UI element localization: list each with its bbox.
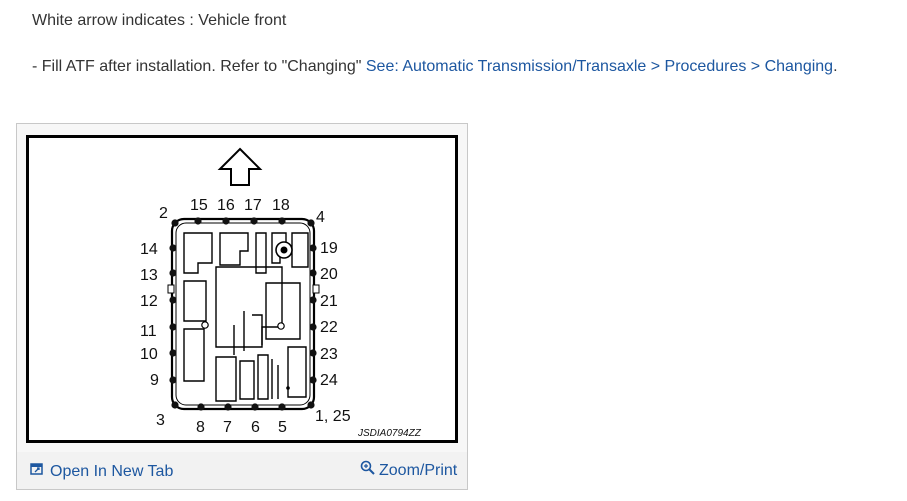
bolt-label-1-25: 1, 25: [315, 408, 351, 425]
bolt-label-10: 10: [140, 346, 158, 363]
bolt-label-16: 16: [217, 197, 235, 214]
bolt-label-18: 18: [272, 197, 290, 214]
zoom-icon: [360, 460, 376, 481]
bolt-label-11: 11: [140, 323, 157, 340]
changing-procedure-link[interactable]: See: Automatic Transmission/Transaxle > …: [365, 58, 834, 75]
bolts: [169, 217, 317, 411]
bolt-label-17: 17: [244, 197, 262, 214]
bolt-label-3: 3: [156, 412, 165, 429]
pan-dot: [286, 386, 290, 390]
note-fill-atf: - Fill ATF after installation. Refer to …: [32, 58, 838, 76]
note-fill-atf-text: - Fill ATF after installation. Refer to …: [32, 58, 366, 75]
bolt-label-9: 9: [150, 372, 159, 389]
note-period: .: [833, 58, 838, 75]
zoom-print-label: Zoom/Print: [379, 461, 458, 479]
bolt-label-8: 8: [196, 419, 205, 436]
open-in-new-tab-label: Open In New Tab: [50, 462, 174, 480]
bolt-label-6: 6: [251, 419, 260, 436]
bolt-label-22: 22: [320, 319, 338, 336]
bolt-label-12: 12: [140, 293, 158, 310]
pan-hole-left: [201, 321, 209, 329]
note-vehicle-front: White arrow indicates : Vehicle front: [32, 12, 287, 29]
bolt-label-7: 7: [223, 419, 232, 436]
vehicle-front-arrow-icon: [217, 147, 263, 186]
bolt-label-2: 2: [159, 205, 168, 222]
open-new-tab-icon: [30, 462, 44, 481]
figure-footer: [17, 452, 467, 489]
bolt-label-23: 23: [320, 346, 338, 363]
bolt-label-21: 21: [320, 293, 338, 310]
bolt-label-14: 14: [140, 241, 158, 258]
bolt-label-4: 4: [316, 209, 325, 226]
bolt-label-20: 20: [320, 266, 338, 283]
pan-tab-left: [167, 284, 175, 294]
diagram-code: JSDIA0794ZZ: [357, 428, 422, 439]
oil-pan-flange: [175, 222, 311, 406]
bolt-label-5: 5: [278, 419, 287, 436]
pan-tab-right: [312, 284, 320, 294]
diagram-frame: [26, 135, 458, 443]
bolt-label-24: 24: [320, 372, 338, 389]
oil-pan-bolt-diagram[interactable]: 2 15 16 17 18 4 14 13 12 11 10 9 3 19 20…: [26, 135, 458, 443]
open-in-new-tab-link[interactable]: Open In New Tab: [30, 462, 173, 481]
pan-hole-right: [277, 322, 285, 330]
drain-plug-center: [280, 246, 288, 254]
bolt-label-15: 15: [190, 197, 208, 214]
bolt-label-13: 13: [140, 267, 158, 284]
diagram-svg: 2 15 16 17 18 4 14 13 12 11 10 9 3 19 20…: [26, 135, 458, 443]
zoom-print-link[interactable]: Zoom/Print: [360, 460, 457, 481]
bolt-label-19: 19: [320, 240, 338, 257]
